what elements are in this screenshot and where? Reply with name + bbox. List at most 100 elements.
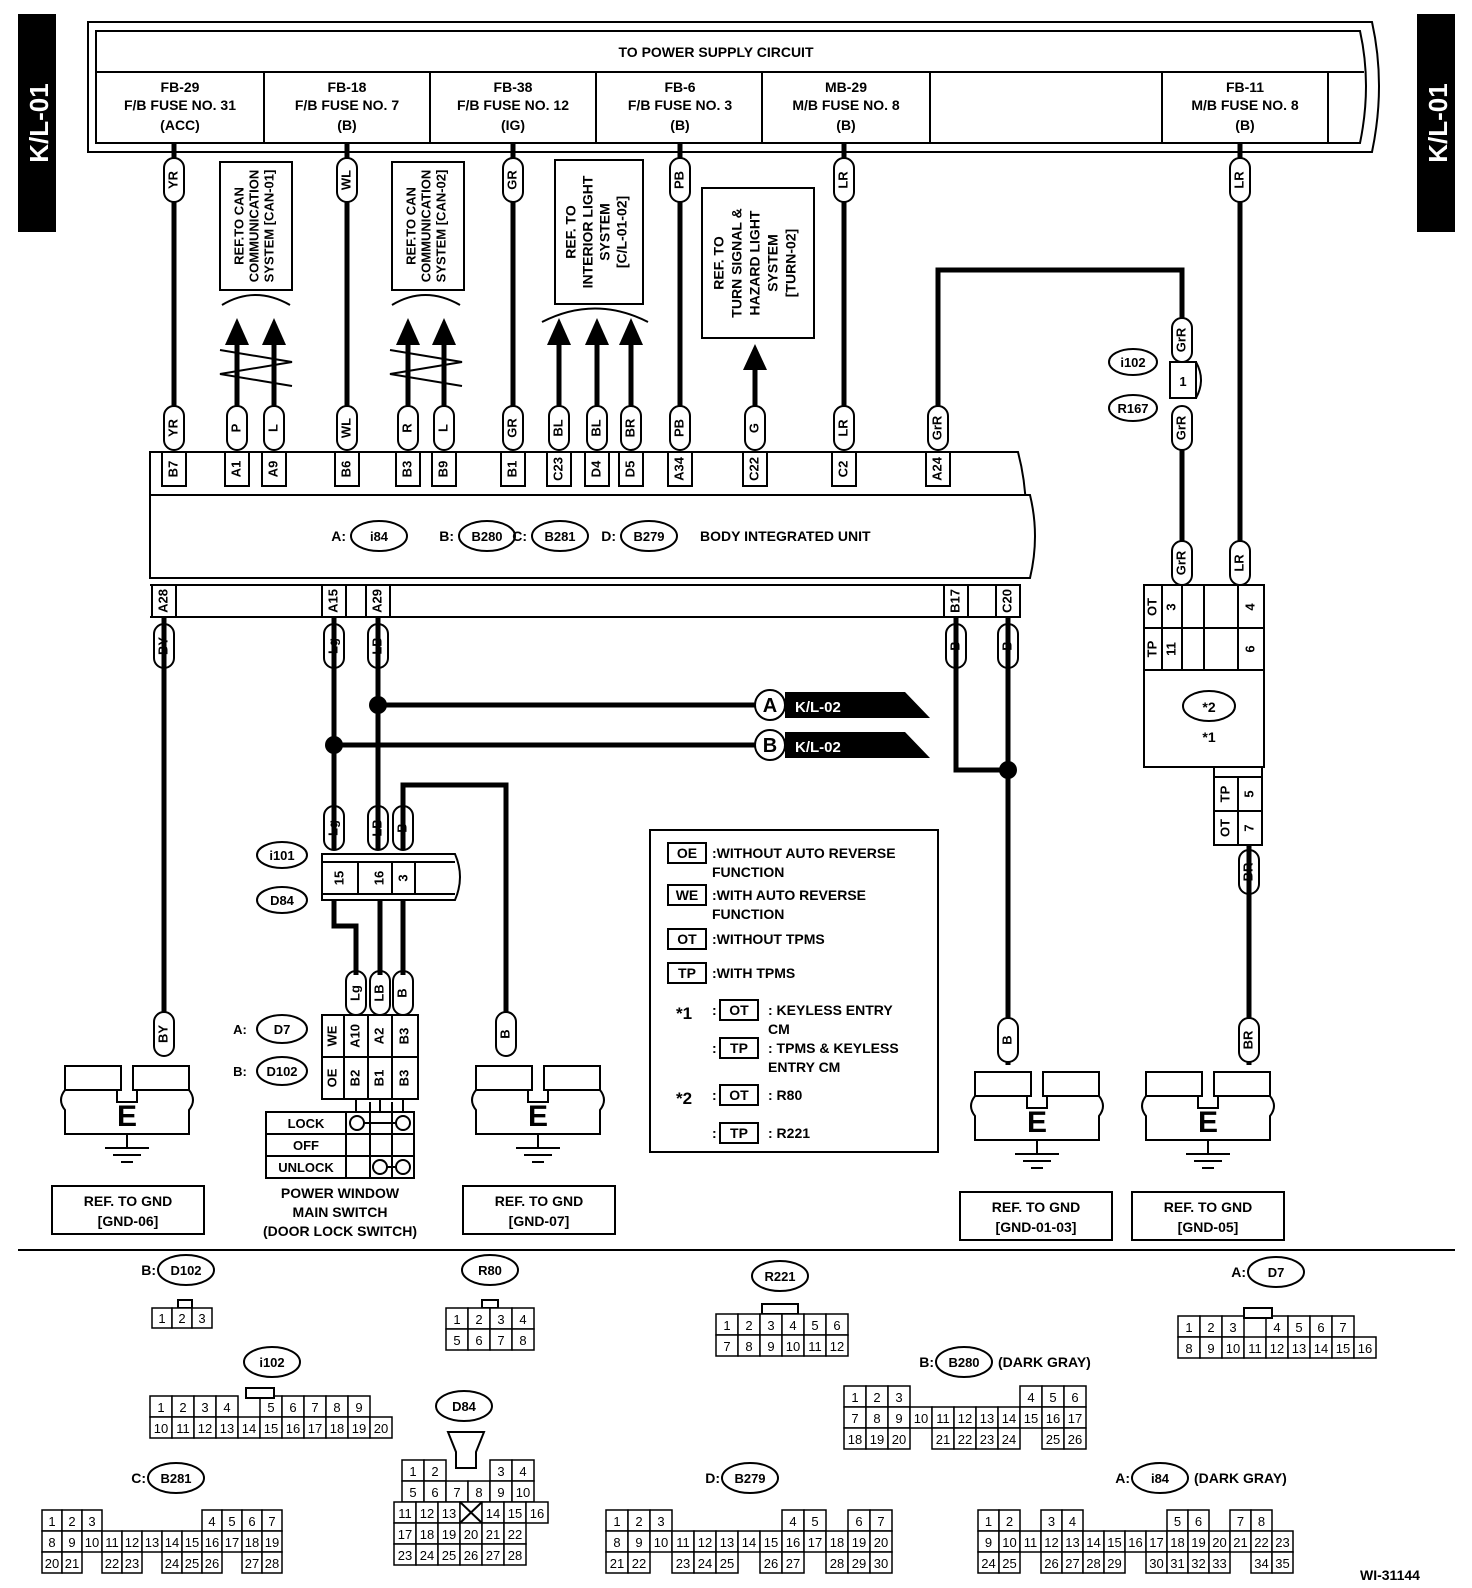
svg-text:LOCK: LOCK <box>288 1116 325 1131</box>
svg-text:(DARK GRAY): (DARK GRAY) <box>1194 1470 1287 1486</box>
svg-text:2: 2 <box>635 1514 642 1529</box>
svg-text:A: A <box>763 695 777 717</box>
svg-text:1: 1 <box>613 1514 620 1529</box>
svg-text:28: 28 <box>830 1556 844 1571</box>
svg-text:1: 1 <box>723 1318 730 1333</box>
lower-wires <box>161 617 1252 1065</box>
svg-text:7: 7 <box>1339 1320 1346 1335</box>
svg-text:12: 12 <box>830 1339 844 1354</box>
svg-text:26: 26 <box>1068 1432 1082 1447</box>
pin-wire-color: BR <box>620 405 642 451</box>
svg-text:A:: A: <box>1115 1470 1130 1486</box>
fuse-cell: MB-29M/B FUSE NO. 8(B) <box>792 79 900 133</box>
svg-text:19: 19 <box>442 1527 456 1542</box>
svg-text:15: 15 <box>764 1535 778 1550</box>
wire-color-label: G <box>746 423 761 433</box>
svg-text:2: 2 <box>745 1318 752 1333</box>
fuse-cell: FB-11M/B FUSE NO. 8(B) <box>1191 79 1299 133</box>
svg-text:6: 6 <box>855 1514 862 1529</box>
svg-text:7: 7 <box>851 1411 858 1426</box>
cm-wire-color: LR <box>1229 540 1251 586</box>
svg-text:R221: R221 <box>764 1269 795 1284</box>
svg-text:21: 21 <box>486 1527 500 1542</box>
wire-color-label: YR <box>165 170 180 189</box>
svg-text:C:: C: <box>131 1470 146 1486</box>
svg-text:9: 9 <box>635 1535 642 1550</box>
svg-text:31: 31 <box>1170 1556 1184 1571</box>
legend-item: OT:WITHOUT TPMS <box>667 928 825 950</box>
svg-text:29: 29 <box>852 1556 866 1571</box>
svg-text:9: 9 <box>497 1485 504 1500</box>
svg-text:(B): (B) <box>836 117 855 133</box>
unit-pin: B9L <box>431 405 457 487</box>
svg-text:3: 3 <box>395 874 410 881</box>
pin-wire-color: YR <box>163 405 185 451</box>
svg-text:16: 16 <box>1046 1411 1060 1426</box>
svg-text:22: 22 <box>958 1432 972 1447</box>
svg-text:17: 17 <box>1149 1535 1163 1550</box>
svg-text:MAIN SWITCH: MAIN SWITCH <box>293 1204 388 1220</box>
power-supply-title: TO POWER SUPPLY CIRCUIT <box>619 44 814 60</box>
svg-text:22: 22 <box>105 1556 119 1571</box>
svg-text:B279: B279 <box>633 529 664 544</box>
svg-text:14: 14 <box>242 1421 256 1436</box>
svg-text:*1: *1 <box>676 1004 692 1023</box>
svg-text:24: 24 <box>698 1556 712 1571</box>
svg-text:11: 11 <box>176 1421 190 1436</box>
svg-text:A:: A: <box>233 1022 247 1037</box>
svg-text:7: 7 <box>1237 1514 1244 1529</box>
svg-text:26: 26 <box>1044 1556 1058 1571</box>
svg-text:D7: D7 <box>274 1022 291 1037</box>
svg-text:F/B FUSE NO. 3: F/B FUSE NO. 3 <box>628 97 732 113</box>
svg-text:20: 20 <box>464 1527 478 1542</box>
reference-text: INTERIOR LIGHT <box>580 175 596 288</box>
svg-text:B:: B: <box>919 1354 934 1370</box>
reference-text: SYSTEM <box>597 203 613 261</box>
svg-text:17: 17 <box>398 1527 412 1542</box>
svg-text:11: 11 <box>808 1339 822 1354</box>
svg-text:10: 10 <box>654 1535 668 1550</box>
svg-text:16: 16 <box>371 871 386 885</box>
svg-text:K/L-02: K/L-02 <box>795 699 841 716</box>
svg-text::: : <box>712 1040 717 1056</box>
svg-text:7: 7 <box>453 1485 460 1500</box>
wire-color-label: R <box>399 423 414 433</box>
svg-text:35: 35 <box>1275 1556 1289 1571</box>
svg-text:20: 20 <box>874 1535 888 1550</box>
svg-text:25: 25 <box>1002 1556 1016 1571</box>
svg-text:OT: OT <box>729 1087 749 1103</box>
svg-text:3: 3 <box>88 1514 95 1529</box>
svg-text:18: 18 <box>420 1527 434 1542</box>
top-wire-color: GR <box>502 157 524 203</box>
svg-text:10: 10 <box>1226 1341 1240 1356</box>
pin-wire-color: L <box>263 405 285 451</box>
pin-number: B6 <box>338 461 353 478</box>
pin-number: A15 <box>325 589 340 613</box>
svg-text:B:: B: <box>439 528 454 544</box>
svg-text:25: 25 <box>442 1548 456 1563</box>
unit-connector-id: B:B280 <box>439 520 516 552</box>
svg-text:D102: D102 <box>170 1263 201 1278</box>
switch-wire-color: B <box>392 970 414 1016</box>
pin-wire-color: LR <box>833 405 855 451</box>
svg-text:F/B FUSE NO. 31: F/B FUSE NO. 31 <box>124 97 236 113</box>
svg-text:11: 11 <box>676 1535 690 1550</box>
svg-text:5: 5 <box>811 1318 818 1333</box>
cm-cell: OT <box>1144 598 1159 616</box>
svg-text:28: 28 <box>508 1548 522 1563</box>
offpage-connector-b: B K/L-02 <box>754 729 930 761</box>
fuse-cell: FB-38F/B FUSE NO. 12(IG) <box>457 79 569 133</box>
svg-text::: : <box>712 1087 717 1103</box>
